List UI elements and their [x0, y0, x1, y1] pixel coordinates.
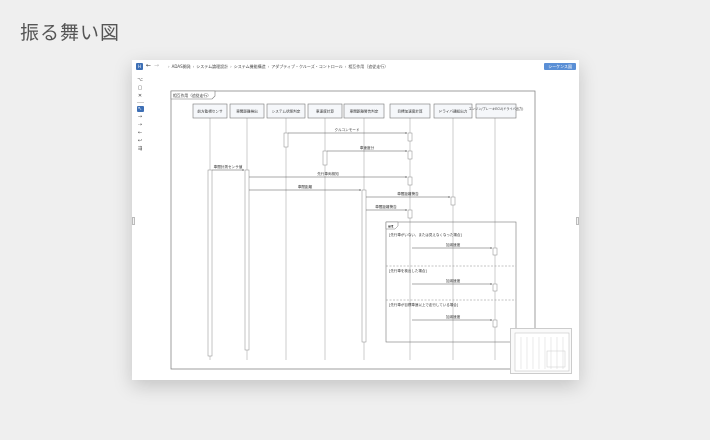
breadcrumb-item-current: 相互作用（追従走行） — [348, 64, 389, 69]
left-panel-handle[interactable] — [132, 217, 135, 225]
activation-bar[interactable] — [322, 150, 328, 166]
breadcrumb-item[interactable]: ADAS開発 — [171, 64, 191, 69]
select-tool-icon[interactable]: ↖ — [136, 106, 144, 112]
delete-tool-icon[interactable]: ✕ — [137, 93, 143, 99]
alt-operator: alt — [388, 225, 394, 229]
breadcrumb-separator-icon: › — [168, 64, 170, 69]
sync-message-tool-icon[interactable]: → — [137, 114, 143, 120]
activation-bar[interactable] — [407, 150, 413, 160]
lifeline-head[interactable]: 目標加速度計算 — [389, 103, 431, 119]
lifeline-head[interactable]: エンジン/ブレーキECU(ドライバ出力) — [469, 103, 524, 119]
lifeline-label: 車間距離検出 — [236, 109, 258, 114]
message-label: 車間距離 — [298, 184, 313, 189]
breadcrumb: › ADAS開発 › システム論理設計 › システム機能構造 › アダプティブ・… — [168, 64, 388, 70]
frame-tool-icon[interactable]: ▢ — [137, 85, 143, 91]
breadcrumb-separator-icon: › — [267, 64, 270, 69]
alt-guard: [先行車がいない、または見えなくなった場合] — [389, 232, 462, 237]
alt-guard: [先行車が目標車速以上で走行している場合] — [389, 302, 459, 307]
lifeline-head[interactable]: 車速度計算 — [307, 103, 343, 119]
lifeline-head[interactable]: システム状態判定 — [266, 103, 306, 119]
top-bar: H ← → › ADAS開発 › システム論理設計 › システム機能構造 › ア… — [132, 60, 579, 74]
lifeline-label: 車速度計算 — [316, 109, 334, 114]
reply-message-tool-icon[interactable]: ← — [137, 130, 143, 136]
frame-label: 相互作用（追従走行） — [173, 93, 211, 98]
breadcrumb-separator-icon: › — [230, 64, 232, 69]
sequence-diagram-canvas[interactable]: 相互作用（追従走行） 前方監視センサ 車間距離検出 システム状態判定 車速度計算 — [132, 60, 579, 380]
message-label: 車間距離警告 — [375, 204, 397, 209]
activation-bar[interactable] — [244, 169, 250, 351]
lifeline-label: 目標加速度計算 — [397, 109, 423, 114]
activation-bar[interactable] — [361, 189, 367, 343]
message-label: 車速度分 — [360, 145, 375, 150]
activation-bar[interactable] — [492, 319, 498, 328]
app-logo[interactable]: H — [136, 63, 143, 70]
toolbar-divider — [136, 102, 144, 103]
alt-guard: [先行車を検出した場合] — [389, 268, 427, 273]
lifeline-head[interactable]: 車間距離警告判定 — [343, 103, 385, 119]
alt-fragment[interactable] — [385, 221, 517, 343]
forward-arrow-icon[interactable]: → — [154, 62, 160, 69]
message-label: 車間距離警告 — [397, 191, 419, 196]
right-panel-handle[interactable] — [576, 217, 579, 225]
message-label: 加減速度 — [446, 314, 461, 319]
lifeline-label: 前方監視センサ — [197, 109, 223, 114]
activation-bar[interactable] — [407, 176, 413, 186]
activation-bar[interactable] — [492, 247, 498, 256]
activation-bar[interactable] — [407, 132, 413, 142]
fork-tool-icon[interactable]: ⌥ — [137, 77, 143, 83]
alt-fragment-tab — [385, 221, 399, 230]
message-label: クルコンモード — [335, 127, 360, 132]
lifeline-head[interactable]: ドライバ通知出力 — [433, 103, 473, 119]
activation-bar[interactable] — [492, 283, 498, 292]
lifeline-label: システム状態判定 — [272, 109, 301, 114]
multi-message-tool-icon[interactable]: ⇶ — [137, 146, 143, 152]
back-arrow-icon[interactable]: ← — [146, 62, 152, 69]
lifeline-label: ドライバ通知出力 — [439, 109, 468, 114]
breadcrumb-item[interactable]: システム論理設計 — [196, 64, 229, 69]
message-label: 車間計測センサ値 — [214, 164, 243, 169]
breadcrumb-separator-icon: › — [192, 64, 195, 69]
message-label: 加減速度 — [446, 242, 461, 247]
breadcrumb-separator-icon: › — [344, 64, 347, 69]
message-label: 先行車両検知 — [317, 171, 339, 176]
app-window: H ← → › ADAS開発 › システム論理設計 › システム機能構造 › ア… — [132, 60, 579, 380]
breadcrumb-item[interactable]: システム機能構造 — [233, 64, 266, 69]
breadcrumb-item[interactable]: アダプティブ・クルーズ・コントロール — [271, 64, 343, 69]
self-message-tool-icon[interactable]: ↩ — [137, 138, 143, 144]
diagram-frame — [170, 90, 536, 370]
lifeline-head[interactable]: 前方監視センサ — [192, 103, 228, 119]
lifeline-head[interactable]: 車間距離検出 — [229, 103, 265, 119]
diagram-type-button[interactable]: シーケンス図 — [544, 63, 576, 70]
tool-palette: ⌥ ▢ ✕ ↖ → ⇢ ← ↩ ⇶ — [135, 77, 145, 152]
frame-label-tab — [170, 90, 216, 100]
message-label: 加減速度 — [446, 278, 461, 283]
lifeline-label: 車間距離警告判定 — [350, 109, 379, 114]
lifeline-label: エンジン/ブレーキECU(ドライバ出力) — [469, 106, 524, 111]
activation-bar[interactable] — [283, 132, 289, 148]
activation-bar[interactable] — [407, 209, 413, 219]
minimap[interactable] — [510, 328, 572, 374]
page-title: 振る舞い図 — [20, 22, 121, 44]
activation-bar[interactable] — [450, 196, 456, 206]
activation-bar[interactable] — [207, 169, 213, 357]
async-message-tool-icon[interactable]: ⇢ — [137, 122, 143, 128]
